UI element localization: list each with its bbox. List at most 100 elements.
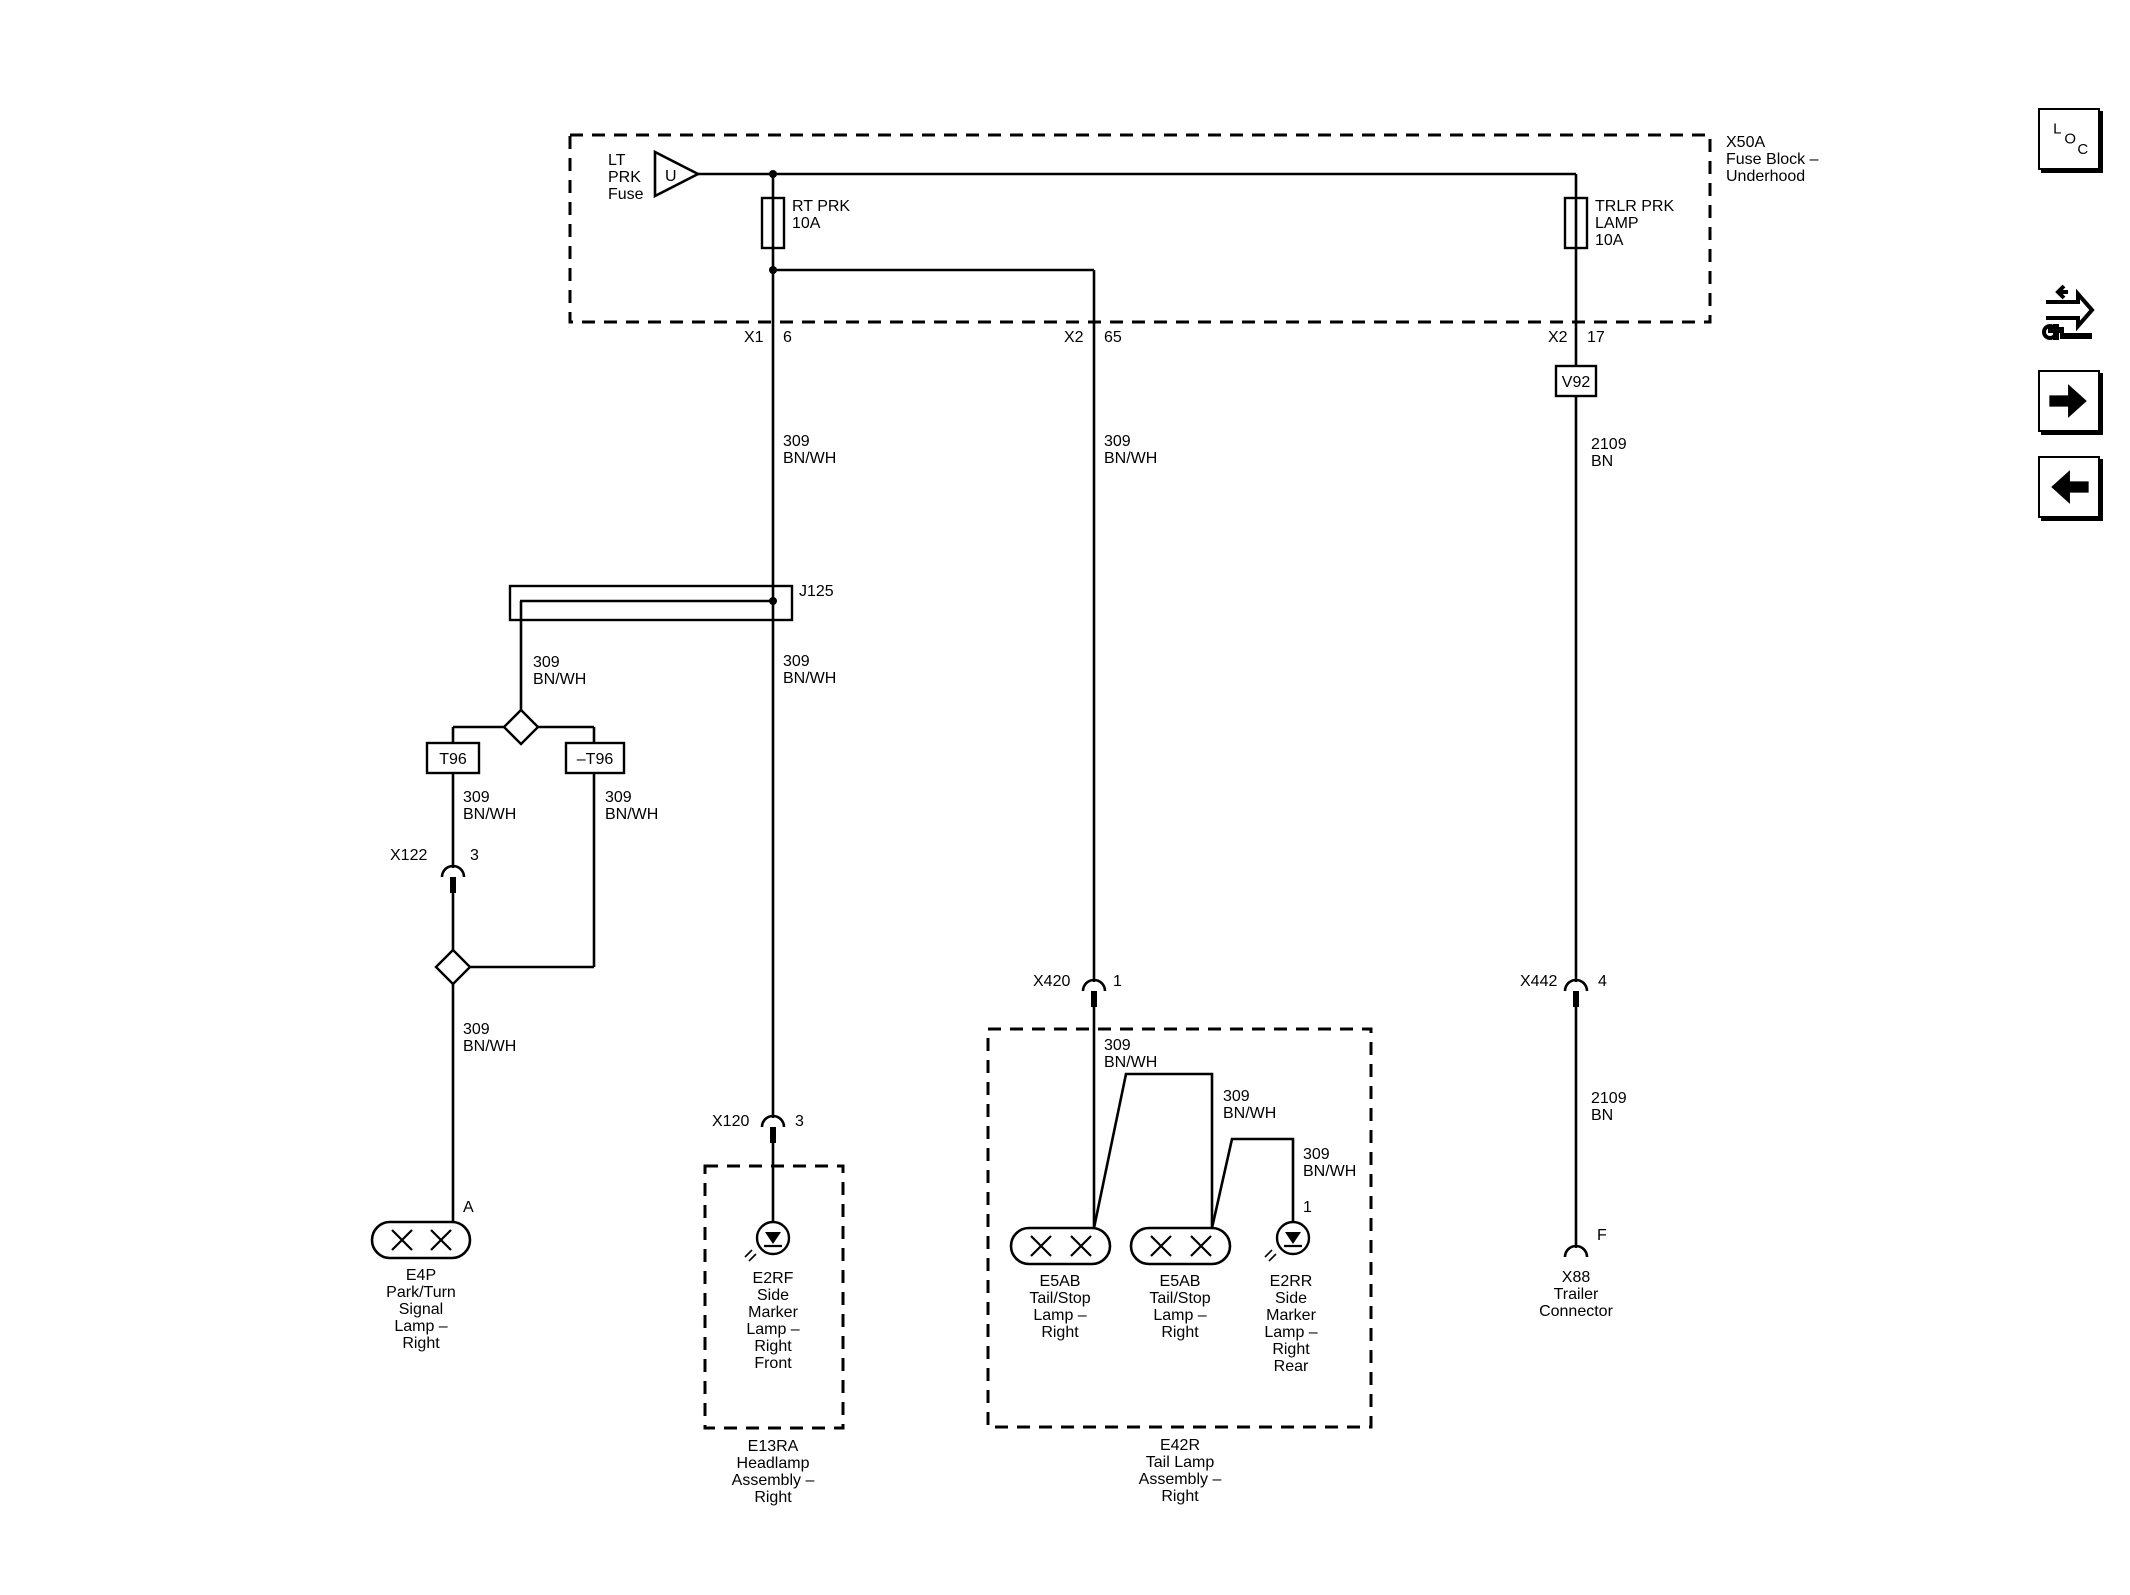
wire-splice-color: BN/WH [533, 671, 586, 688]
svg-text:Side: Side [1275, 1290, 1307, 1307]
connector-x122-pin: 3 [470, 847, 479, 864]
pin-x1-number: 6 [783, 329, 792, 346]
wire-splice-circuit: 309 [533, 654, 560, 671]
option-diamond-upper-icon [502, 708, 540, 746]
connector-x88-icon [1563, 1244, 1589, 1258]
svg-text:Lamp –: Lamp – [394, 1318, 447, 1335]
svg-text:E5AB: E5AB [1160, 1273, 1201, 1290]
bus-letter: U [665, 168, 677, 185]
wire-e42r-circuit-1: 309 [1104, 1037, 1131, 1054]
component-x88-label: X88 Trailer Connector [1539, 1269, 1613, 1320]
wire-e42r-color-3: BN/WH [1303, 1163, 1356, 1180]
lt-prk-label-1: LT [608, 152, 626, 169]
fuse-rt-label: RT PRK [792, 198, 850, 215]
connector-x122: X122 [390, 847, 427, 864]
wire-e42r-color-2: BN/WH [1223, 1105, 1276, 1122]
connector-x120-icon [760, 1114, 786, 1128]
svg-text:Marker: Marker [1266, 1307, 1316, 1324]
e4p-pin: A [463, 1199, 474, 1216]
svg-text:Front: Front [754, 1355, 792, 1372]
svg-text:E4P: E4P [406, 1267, 436, 1284]
svg-text:Right: Right [1041, 1324, 1079, 1341]
connector-x442-pin: 4 [1598, 973, 1607, 990]
svg-text:Signal: Signal [399, 1301, 443, 1318]
svg-text:Right: Right [402, 1335, 440, 1352]
lamp-e5ab-1-icon [1009, 1226, 1112, 1266]
lamp-e4p-icon [370, 1220, 472, 1260]
pin-x2b: X2 [1548, 329, 1568, 346]
svg-text:Right: Right [1272, 1341, 1310, 1358]
bus-triangle-icon [653, 149, 701, 199]
component-e2rr-label: E2RR Side Marker Lamp – Right Rear [1264, 1273, 1317, 1375]
svg-text:Connector: Connector [1539, 1303, 1613, 1320]
svg-text:X88: X88 [1562, 1269, 1591, 1286]
connector-x442: X442 [1520, 973, 1557, 990]
connector-x420-pin: 1 [1113, 973, 1122, 990]
pin-x2a: X2 [1064, 329, 1084, 346]
svg-text:Tail/Stop: Tail/Stop [1149, 1290, 1210, 1307]
svg-text:Park/Turn: Park/Turn [386, 1284, 456, 1301]
fuse-trlr-label-2: LAMP [1595, 215, 1639, 232]
connector-x120: X120 [712, 1113, 749, 1130]
svg-text:Lamp –: Lamp – [1153, 1307, 1206, 1324]
e2rr-pin: 1 [1303, 1199, 1312, 1216]
splice-j125: J125 [508, 583, 834, 622]
pin-x2b-number: 17 [1587, 329, 1605, 346]
connector-x420: X420 [1033, 973, 1070, 990]
svg-text:E42R: E42R [1160, 1437, 1200, 1454]
svg-text:Lamp –: Lamp – [1264, 1324, 1317, 1341]
wire-a-circuit-2: 309 [783, 653, 810, 670]
connector-x122-icon [440, 864, 466, 878]
previous-page-button[interactable] [2038, 456, 2100, 518]
x88-pin: F [1597, 1227, 1607, 1244]
pin-x2a-number: 65 [1104, 329, 1122, 346]
connector-x442-icon [1563, 978, 1589, 992]
fuse-rt-rating: 10A [792, 215, 821, 232]
assembly-e42r-outline [986, 1027, 1373, 1429]
wire-e42r-circuit-2: 309 [1223, 1088, 1250, 1105]
wire-c-color-1: BN [1591, 453, 1613, 470]
fuse-block-name-1: Fuse Block – [1726, 151, 1819, 168]
connector-x420-icon [1081, 978, 1107, 992]
svg-text:E2RR: E2RR [1270, 1273, 1313, 1290]
arrow-left-icon [2051, 470, 2089, 504]
svg-text:E13RA: E13RA [748, 1438, 799, 1455]
lt-prk-label-3: Fuse [608, 186, 644, 203]
loc-button[interactable]: L O C [2038, 108, 2100, 170]
svg-text:Side: Side [757, 1287, 789, 1304]
svg-text:Right: Right [1161, 1324, 1199, 1341]
svg-text:L: L [2053, 120, 2061, 137]
wire-t96-color: BN/WH [463, 806, 516, 823]
pin-x1: X1 [744, 329, 764, 346]
next-page-button[interactable] [2038, 370, 2100, 432]
svg-text:Rear: Rear [1274, 1358, 1309, 1375]
connector-info-button[interactable] [2038, 280, 2100, 350]
svg-text:Assembly –: Assembly – [732, 1472, 815, 1489]
svg-text:Trailer: Trailer [1554, 1286, 1599, 1303]
loc-icon: L O C [2053, 120, 2088, 158]
wire-a-color-2: BN/WH [783, 670, 836, 687]
wire-c-circuit-1: 2109 [1591, 436, 1627, 453]
wire-e4p-circuit: 309 [463, 1021, 490, 1038]
option-t96-box: T96 [425, 741, 481, 775]
option-t96-label: T96 [439, 751, 467, 768]
connector-wrench-icon [2042, 284, 2095, 340]
svg-text:O: O [2064, 131, 2076, 148]
wire-a-color-1: BN/WH [783, 450, 836, 467]
wire-b-circuit: 309 [1104, 433, 1131, 450]
option-not-t96-box: –T96 [564, 741, 626, 775]
wire-a-circuit-1: 309 [783, 433, 810, 450]
fuse-trlr-rating: 10A [1595, 232, 1624, 249]
wire-b-color: BN/WH [1104, 450, 1157, 467]
wire-c-circuit-2: 2109 [1591, 1090, 1627, 1107]
wire-c-color-2: BN [1591, 1107, 1613, 1124]
svg-text:Right: Right [754, 1489, 792, 1506]
lamp-e5ab-2-icon [1129, 1226, 1232, 1266]
option-v92-label: V92 [1562, 374, 1591, 391]
option-diamond-lower-icon [434, 948, 472, 986]
component-e5ab-2-label: E5AB Tail/Stop Lamp – Right [1149, 1273, 1210, 1341]
assembly-e42r-label: E42R Tail Lamp Assembly – Right [1139, 1437, 1222, 1505]
bulb-e2rf-icon [744, 1220, 791, 1262]
svg-text:Right: Right [1161, 1488, 1199, 1505]
